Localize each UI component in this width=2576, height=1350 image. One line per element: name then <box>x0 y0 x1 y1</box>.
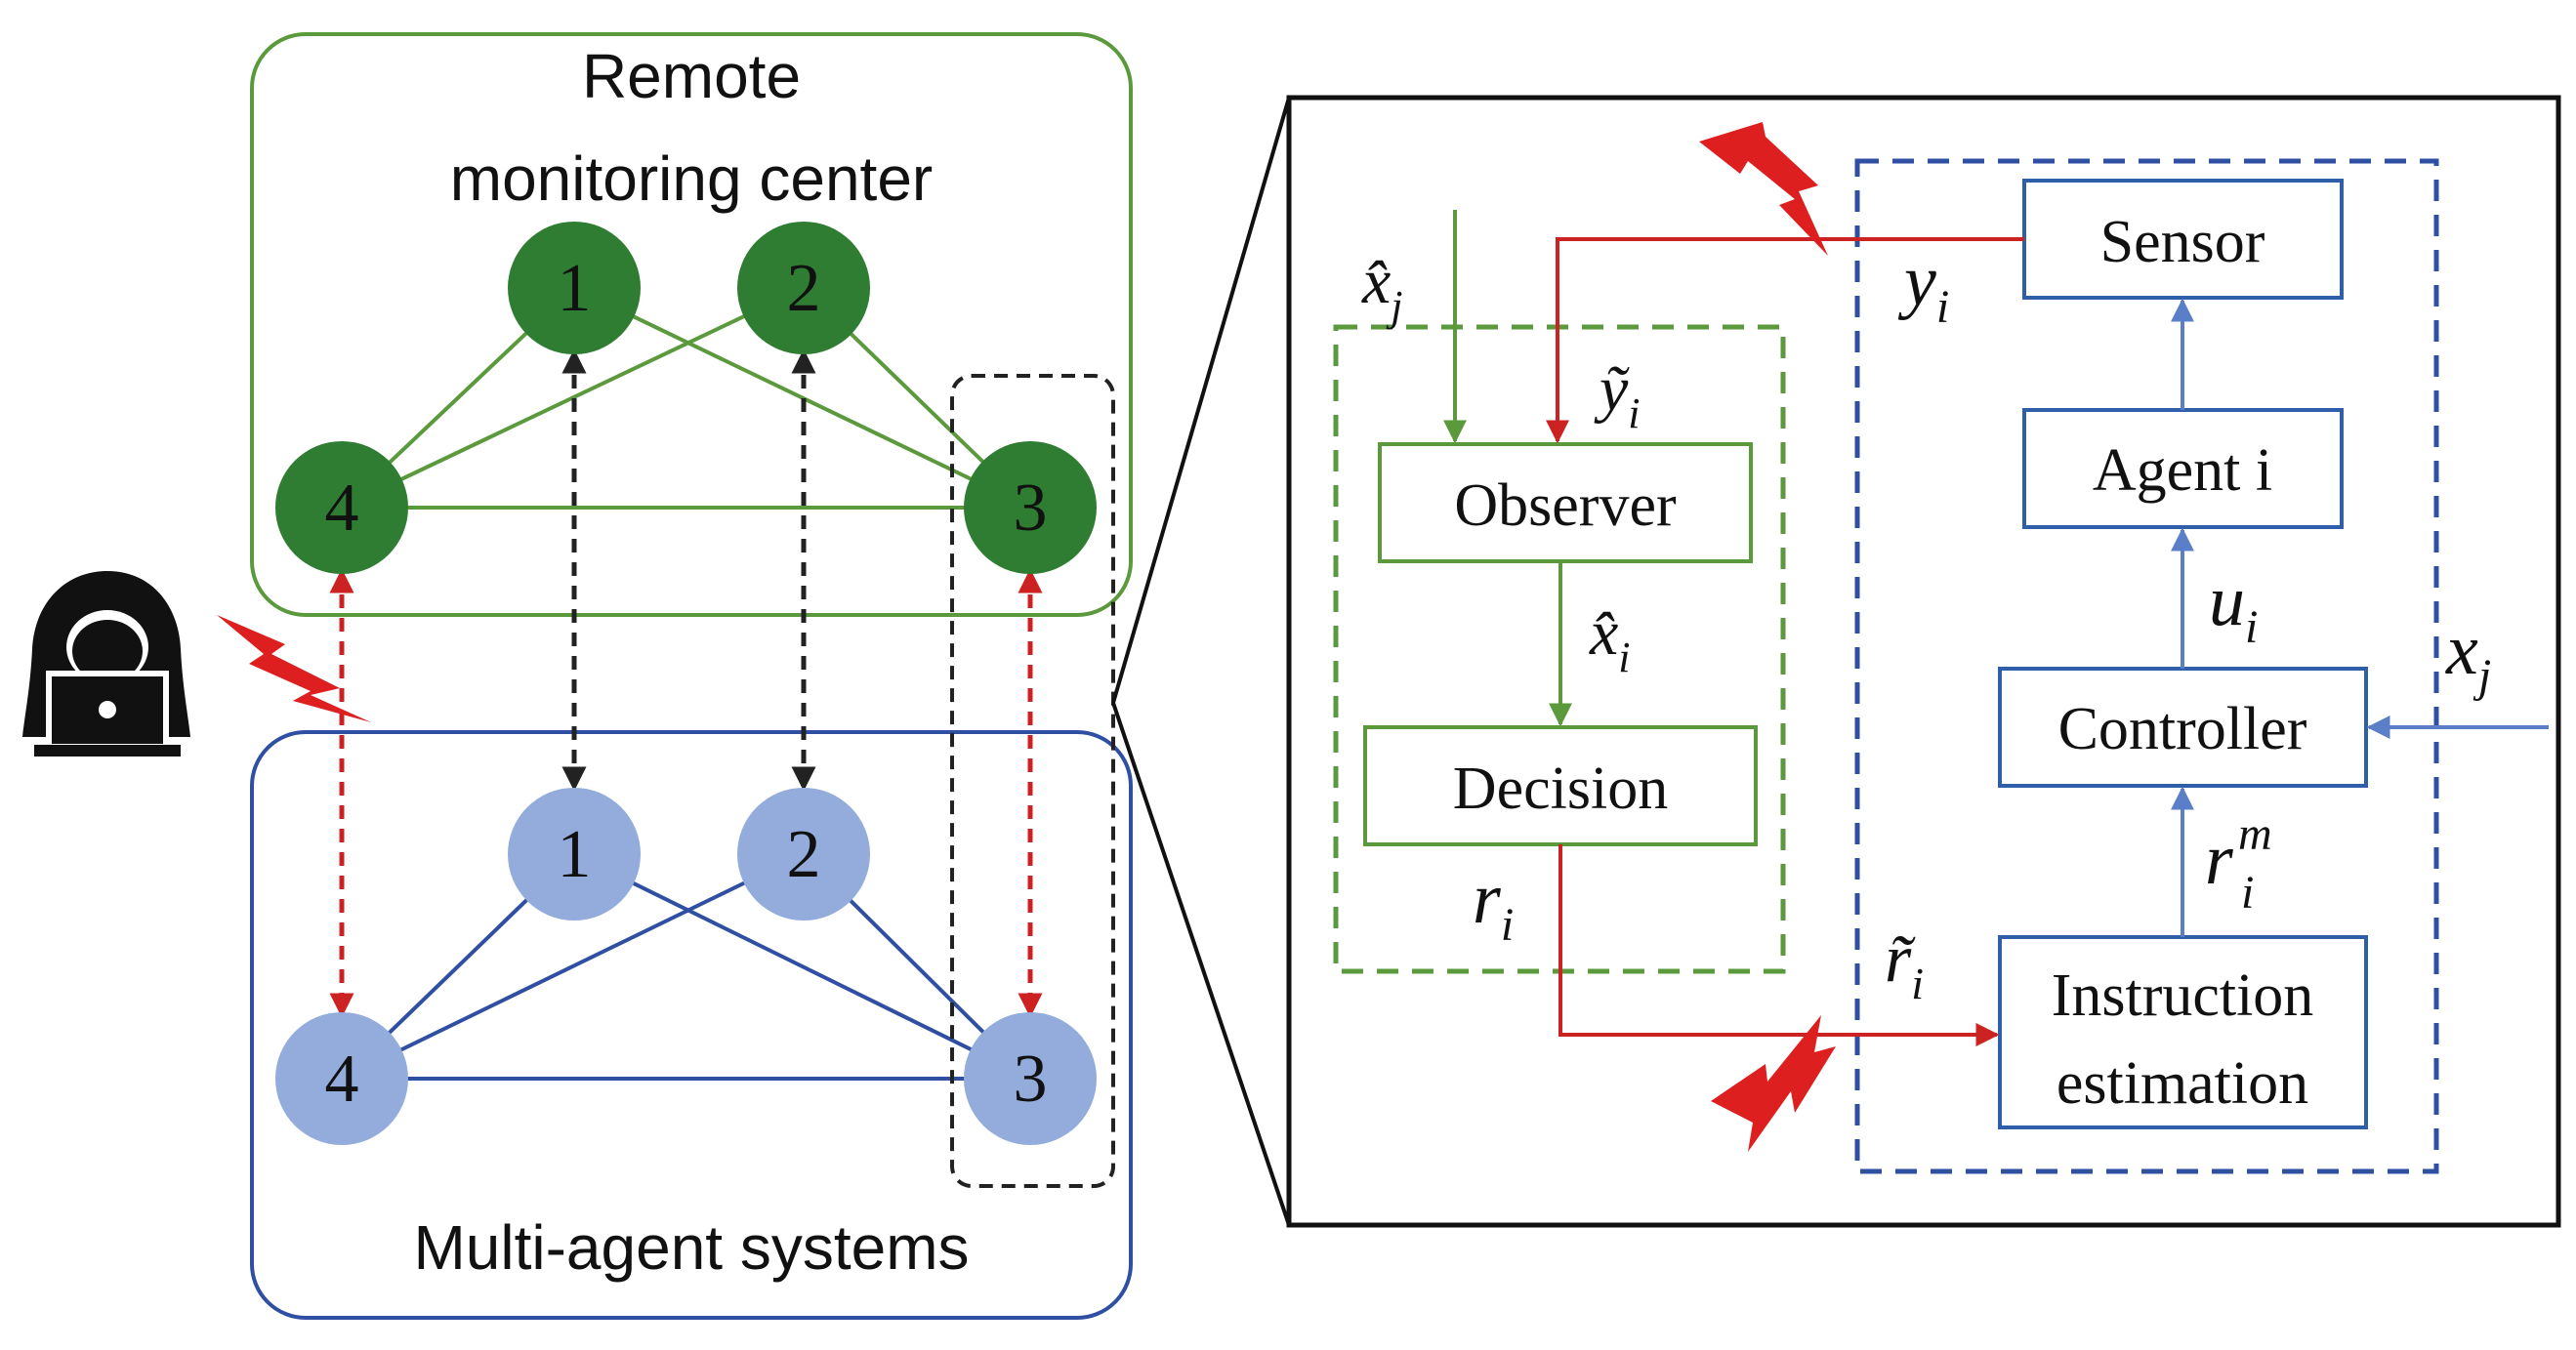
svg-text:Observer: Observer <box>1454 472 1677 539</box>
remote-node-3: 3 <box>964 441 1097 574</box>
zoom-line-bottom <box>1111 702 1291 1226</box>
label-r-i-m-sup: m <box>2238 808 2272 860</box>
agent-node-2: 2 <box>737 788 870 920</box>
label-x-hat-j: x̂j <box>1361 246 1403 330</box>
svg-text:estimation: estimation <box>2057 1050 2308 1117</box>
node-3-selection-box <box>950 374 1115 1188</box>
remote-center-frame <box>250 32 1133 617</box>
svg-text:4: 4 <box>325 470 359 546</box>
label-y-i: yi <box>1897 241 1949 333</box>
svg-text:Agent i: Agent i <box>2093 437 2272 504</box>
remote-node-1: 1 <box>508 222 641 354</box>
label-x-j: xj <box>2445 610 2491 702</box>
controller-block: Controller <box>1998 667 2368 788</box>
svg-text:2: 2 <box>787 251 821 326</box>
remote-center-title-line1: Remote <box>582 41 801 111</box>
svg-text:4: 4 <box>325 1042 359 1117</box>
svg-text:Decision: Decision <box>1453 756 1668 822</box>
svg-text:Instruction: Instruction <box>2052 962 2314 1029</box>
agent-network-edges <box>340 852 1032 1081</box>
svg-text:Sensor: Sensor <box>2100 209 2265 275</box>
detail-frame <box>1286 95 2561 1228</box>
agent-node-1: 1 <box>508 788 641 920</box>
svg-text:Controller: Controller <box>2058 696 2307 762</box>
agent-node-3: 3 <box>964 1012 1097 1145</box>
svg-text:1: 1 <box>558 817 592 892</box>
lightning-icon-left <box>217 615 371 722</box>
label-r-i-m-sub: i <box>2241 867 2254 919</box>
label-r-i: ri <box>1473 859 1514 951</box>
svg-text:2: 2 <box>787 817 821 892</box>
zoom-line-top <box>1111 97 1291 704</box>
lightning-icon-bottom <box>1711 1015 1836 1152</box>
arrow-decision-to-estimation <box>1558 844 2000 1046</box>
agent-block: Agent i <box>2022 408 2344 529</box>
decision-block: Decision <box>1363 725 1758 846</box>
multi-agent-frame <box>250 730 1133 1320</box>
label-u-i: ui <box>2209 561 2258 653</box>
sensor-block: Sensor <box>2022 179 2344 300</box>
remote-node-4: 4 <box>275 441 408 574</box>
label-x-hat-i: x̂i <box>1589 597 1631 681</box>
label-r-i-m-base: r <box>2205 820 2234 900</box>
svg-text:1: 1 <box>558 251 592 326</box>
hacker-icon <box>22 571 190 757</box>
svg-text:3: 3 <box>1014 470 1048 546</box>
label-y-tilde-i: ỹi <box>1594 353 1641 437</box>
multi-agent-title: Multi-agent systems <box>413 1212 969 1283</box>
remote-node-2: 2 <box>737 222 870 354</box>
lightning-icon-top <box>1699 122 1828 256</box>
agent-region-dashed <box>1854 158 2439 1174</box>
remote-center-title-line2: monitoring center <box>450 143 933 214</box>
observer-block: Observer <box>1378 442 1753 563</box>
label-r-tilde-i: r̃i <box>1885 921 1924 1008</box>
svg-text:3: 3 <box>1014 1042 1048 1117</box>
remote-network-edges <box>340 286 1032 510</box>
agent-node-4: 4 <box>275 1012 408 1145</box>
arrow-sensor-to-observer <box>1546 237 2024 444</box>
instruction-estimation-block: Instruction estimation <box>1998 935 2368 1129</box>
